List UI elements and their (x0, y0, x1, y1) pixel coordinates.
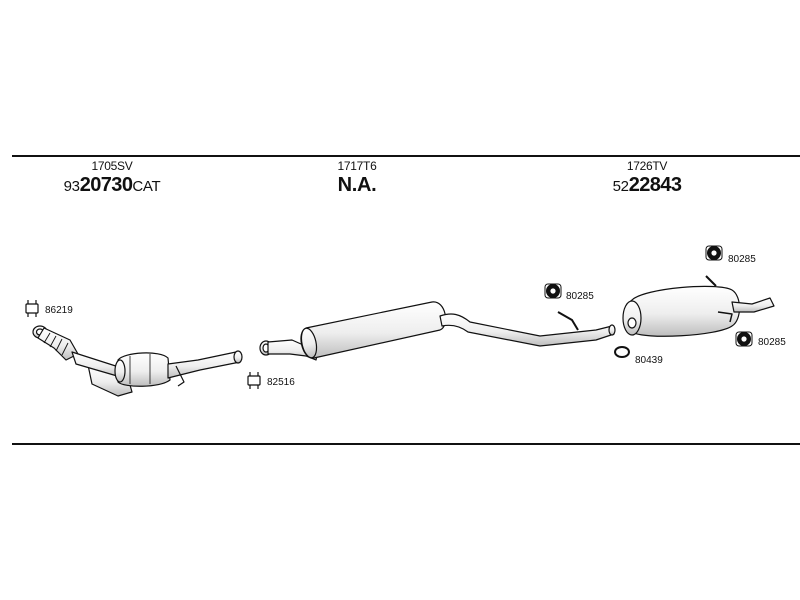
rear-tail-pipe (731, 297, 775, 313)
catalyst-seams (129, 354, 151, 384)
front-pipe-catalyst (32, 325, 243, 397)
rear-silencer-assembly (622, 275, 775, 337)
bottom-rule (12, 443, 800, 445)
ring-rear-icon (614, 346, 630, 358)
section-middle-code: N.A. (257, 175, 457, 195)
clamp-center-label: 82516 (267, 377, 295, 388)
section-front-code-main: 20730 (79, 174, 133, 196)
section-rear-ref: 1726TV (626, 159, 668, 173)
section-front-code-prefix: 93 (63, 178, 80, 195)
section-rear-code-prefix: 52 (612, 178, 629, 195)
mount-mid-icon (544, 283, 562, 299)
flex-section (37, 327, 79, 361)
front-outlet-flange (233, 350, 243, 364)
catalyst-body (117, 352, 171, 387)
mount-rear-bottom-label: 80285 (758, 337, 786, 348)
clamp-front-icon (25, 300, 39, 317)
mount-mid-label: 80285 (566, 291, 594, 302)
section-front-ref: 1705SV (91, 159, 133, 173)
section-middle-ref: 1717T6 (337, 159, 377, 173)
middle-pipe-silencer (259, 301, 616, 361)
top-rule (12, 155, 800, 157)
flex-ribs (43, 332, 69, 356)
section-front-code: 9320730CAT (12, 175, 212, 195)
rear-silencer-body (623, 285, 741, 337)
clamp-front-label: 86219 (45, 305, 73, 316)
middle-outlet-flange (608, 324, 616, 336)
section-middle-code-text: N.A. (337, 174, 377, 196)
catalyst-hanger (175, 365, 185, 387)
mount-rear-bottom-icon (735, 331, 753, 347)
middle-silencer (300, 301, 447, 359)
section-rear: 1726TV 5222843 (547, 160, 747, 195)
middle-hanger (557, 311, 579, 331)
section-middle: 1717T6 N.A. (257, 160, 457, 195)
mount-rear-top-icon (705, 245, 723, 261)
catalyst-front-cone (114, 359, 126, 383)
section-front: 1705SV 9320730CAT (12, 160, 212, 195)
section-front-code-suffix: CAT (132, 178, 161, 195)
clamp-center-icon (247, 372, 261, 389)
section-rear-code-main: 22843 (628, 174, 682, 196)
ring-rear-label: 80439 (635, 355, 663, 366)
rear-silencer-inlet (627, 317, 637, 329)
front-outlet-pipe (167, 351, 241, 379)
middle-tail-pipe (439, 313, 615, 347)
middle-silencer-end (300, 327, 318, 359)
middle-inlet-pipe (267, 339, 319, 361)
mount-rear-top-label: 80285 (728, 254, 756, 265)
section-rear-code: 5222843 (547, 175, 747, 195)
rear-hanger-bottom (717, 311, 733, 323)
rear-hanger-top (705, 275, 717, 287)
